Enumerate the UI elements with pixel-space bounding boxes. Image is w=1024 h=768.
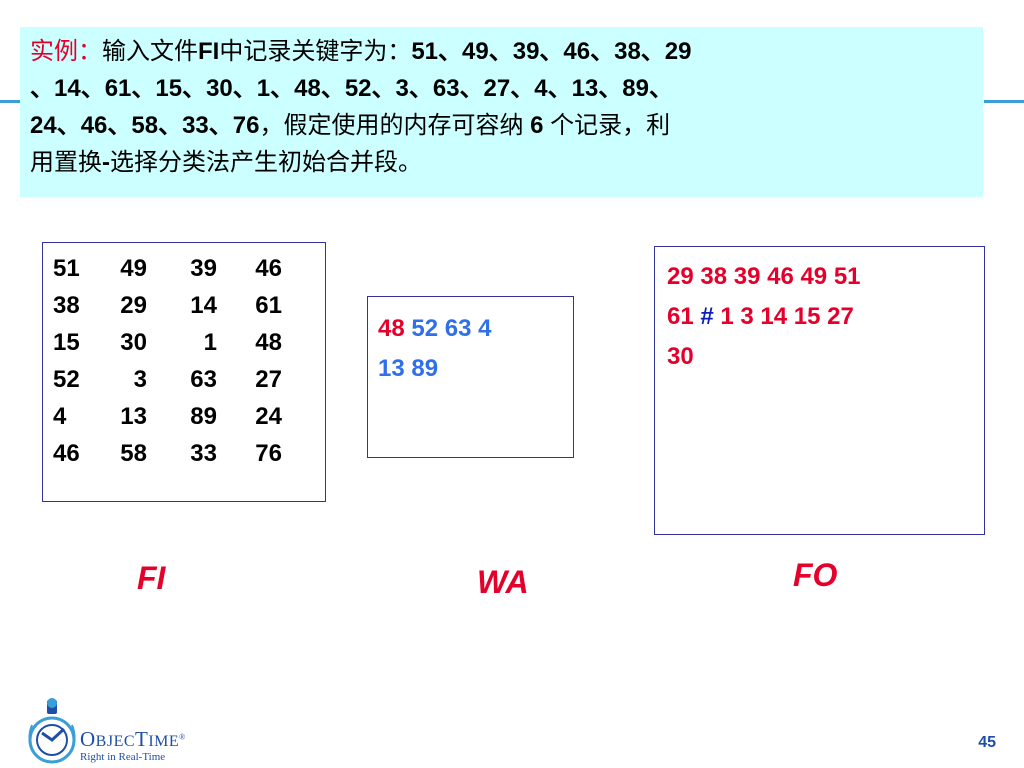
problem-statement: 实例：输入文件FI中记录关键字为：51、49、39、46、38、29 、14、6…	[20, 27, 983, 197]
wa-label: WA	[477, 564, 529, 600]
wa-line-1: 48 52 63 4	[378, 315, 492, 342]
wa-work-area-box: 48 52 63 4 13 89	[367, 296, 574, 458]
statement-line-3: 24、46、58、33、76，假定使用的内存可容纳 6 个记录，利	[30, 112, 671, 139]
fi-label: FI	[137, 560, 166, 596]
logo-wordmark: OBJECTIME®	[80, 727, 186, 751]
fo-line-2: 61 # 1 3 14 15 27	[667, 303, 854, 330]
header-rule-right	[984, 100, 1024, 103]
example-label: 实例：	[30, 38, 102, 65]
statement-line-1: 实例：输入文件FI中记录关键字为：51、49、39、46、38、29	[30, 38, 692, 65]
fo-output-file-box: 29 38 39 46 49 51 61 # 1 3 14 15 27 30	[654, 246, 985, 535]
objectime-logo-icon	[28, 698, 76, 764]
objectime-logo-text: OBJECTIME® Right in Real-Time	[80, 727, 186, 763]
statement-line-4: 用置换-选择分类法产生初始合并段。	[30, 149, 422, 176]
fo-line-1: 29 38 39 46 49 51	[667, 263, 861, 290]
statement-line-2: 、14、61、15、30、1、48、52、3、63、27、4、13、89、	[30, 75, 673, 102]
page-number: 45	[978, 734, 996, 751]
wa-line-2: 13 89	[378, 355, 439, 382]
fo-line-3: 30	[667, 343, 694, 370]
fo-label: FO	[793, 557, 838, 593]
header-rule-left	[0, 100, 20, 103]
logo-tagline: Right in Real-Time	[80, 751, 166, 763]
run-separator: #	[700, 303, 714, 330]
